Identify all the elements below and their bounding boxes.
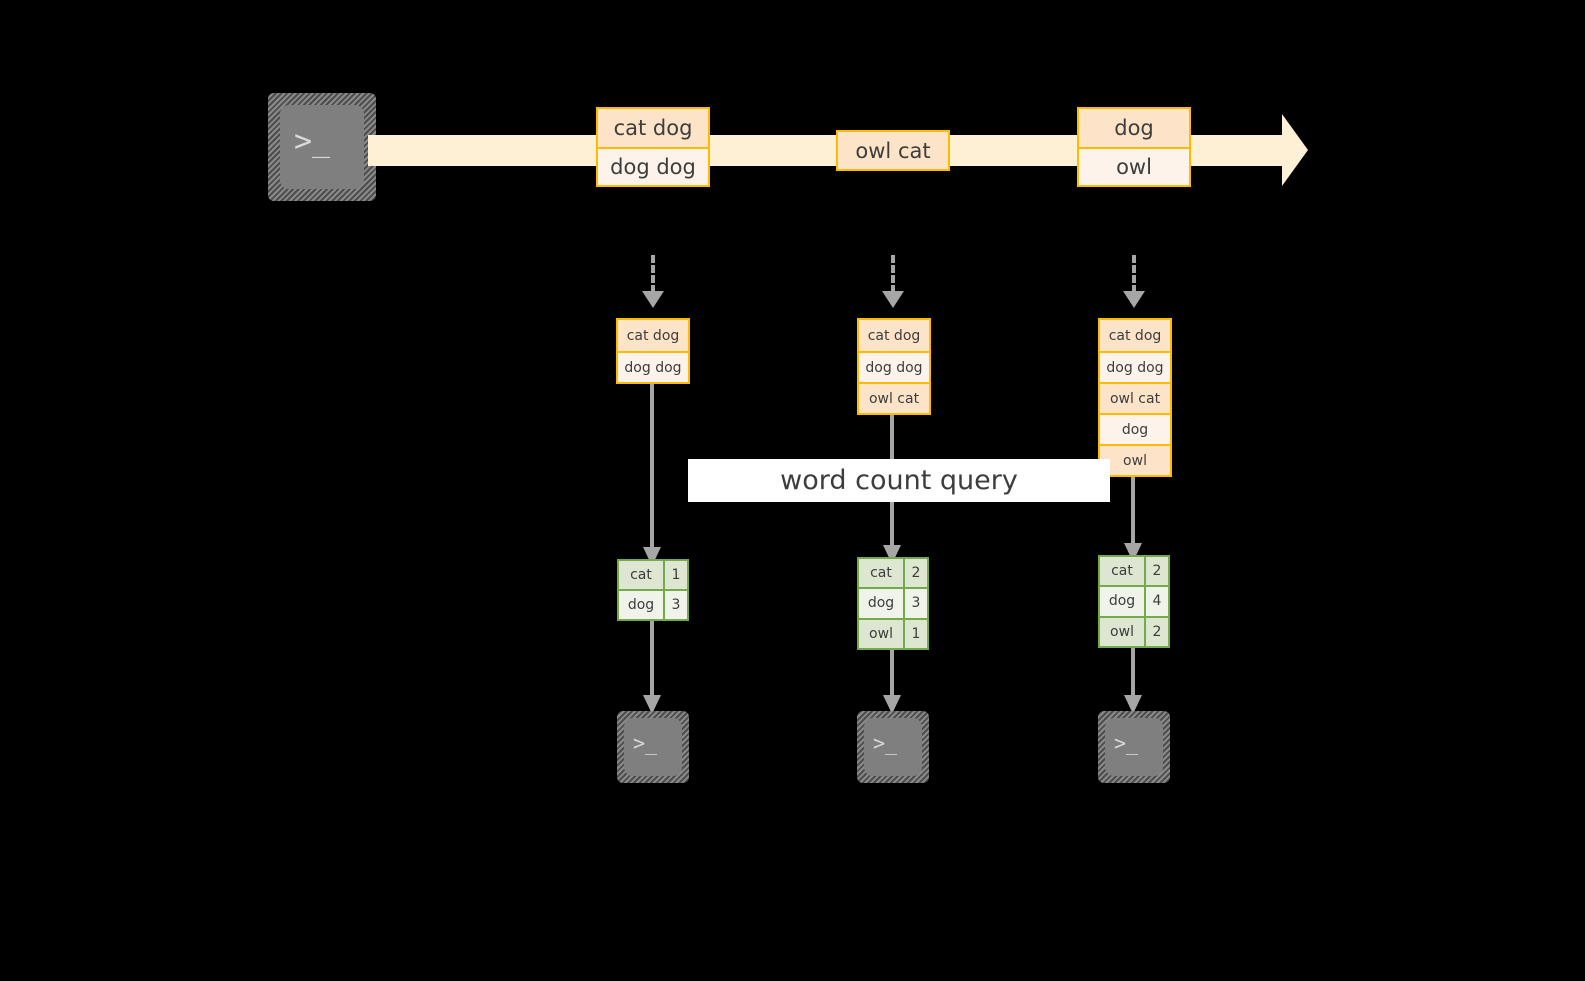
result-row: cat 1 — [619, 561, 687, 589]
result-count: 1 — [663, 561, 687, 589]
snapshot-input-line: owl cat — [1100, 382, 1170, 413]
result-row: cat 2 — [859, 559, 927, 588]
snapshot-input-line: dog dog — [618, 351, 688, 382]
result-count: 1 — [903, 619, 927, 648]
snapshot-tap-arrow-line — [891, 255, 895, 293]
snapshot-input-line: dog dog — [1100, 351, 1170, 382]
result-word: dog — [859, 589, 903, 618]
sink-arrow-head — [643, 695, 661, 714]
snapshot-input-stack: cat dog dog dog owl cat dog owl — [1098, 318, 1172, 477]
result-word: cat — [619, 561, 663, 589]
result-row: dog 4 — [1100, 585, 1168, 616]
query-label-banner: word count query — [688, 459, 1110, 502]
sink-terminal-icon: >_ — [617, 711, 689, 783]
terminal-prompt-glyph: >_ — [633, 731, 658, 755]
snapshot-input-stack: cat dog dog dog — [616, 318, 690, 384]
result-word: cat — [859, 559, 903, 588]
result-row: dog 3 — [619, 589, 687, 619]
snapshot-tap-arrow-line — [1132, 255, 1136, 293]
stream-record-line: dog — [1079, 109, 1189, 147]
sink-arrow-line — [1131, 648, 1135, 695]
result-count: 3 — [903, 589, 927, 618]
snapshot-input-line: owl cat — [859, 382, 929, 413]
result-count: 2 — [1144, 617, 1168, 646]
terminal-prompt-glyph: >_ — [1114, 731, 1139, 755]
stream-record: cat dog dog dog — [596, 107, 710, 187]
snapshot-input-line: dog — [1100, 413, 1170, 444]
snapshot-input-line: cat dog — [618, 320, 688, 351]
result-count: 4 — [1144, 587, 1168, 616]
result-row: owl 1 — [859, 617, 927, 648]
terminal-body — [280, 105, 364, 189]
terminal-body — [864, 718, 922, 776]
snapshot-tap-arrow-line — [651, 255, 655, 293]
result-word: cat — [1100, 557, 1144, 586]
result-table: cat 2 dog 4 owl 2 — [1098, 555, 1170, 648]
stream-record-line: owl cat — [838, 132, 948, 169]
sink-arrow-line — [650, 621, 654, 695]
result-table: cat 1 dog 3 — [617, 559, 689, 621]
sink-arrow-head — [1124, 695, 1142, 714]
terminal-body — [1105, 718, 1163, 776]
sink-arrow-head — [883, 695, 901, 714]
result-word: dog — [1100, 587, 1144, 616]
query-arrow-line — [650, 384, 654, 547]
terminal-body — [624, 718, 682, 776]
result-row: cat 2 — [1100, 557, 1168, 586]
snapshot-tap-arrow-head — [642, 291, 664, 308]
snapshot-input-stack: cat dog dog dog owl cat — [857, 318, 931, 415]
result-word: owl — [859, 619, 903, 648]
snapshot-input-line: cat dog — [1100, 320, 1170, 351]
snapshot-input-line: dog dog — [859, 351, 929, 382]
stream-record-line: owl — [1079, 147, 1189, 185]
snapshot-tap-arrow-head — [1123, 291, 1145, 308]
terminal-prompt-glyph: >_ — [873, 731, 898, 755]
result-count: 2 — [1144, 557, 1168, 586]
stream-arrowhead — [1282, 114, 1308, 186]
terminal-prompt-glyph: >_ — [294, 124, 331, 159]
snapshot-input-line: owl — [1100, 444, 1170, 475]
sink-terminal-icon: >_ — [857, 711, 929, 783]
result-row: dog 3 — [859, 587, 927, 618]
query-arrow-line — [1131, 477, 1135, 543]
stream-record: dog owl — [1077, 107, 1191, 187]
source-terminal-icon: >_ — [268, 93, 376, 201]
sink-terminal-icon: >_ — [1098, 711, 1170, 783]
result-word: dog — [619, 591, 663, 619]
result-count: 2 — [903, 559, 927, 588]
result-row: owl 2 — [1100, 615, 1168, 646]
snapshot-input-line: cat dog — [859, 320, 929, 351]
result-word: owl — [1100, 617, 1144, 646]
result-table: cat 2 dog 3 owl 1 — [857, 557, 929, 650]
stream-record-line: dog dog — [598, 147, 708, 185]
result-count: 3 — [663, 591, 687, 619]
stream-record: owl cat — [836, 130, 950, 171]
stream-record-line: cat dog — [598, 109, 708, 147]
snapshot-tap-arrow-head — [882, 291, 904, 308]
sink-arrow-line — [890, 650, 894, 695]
